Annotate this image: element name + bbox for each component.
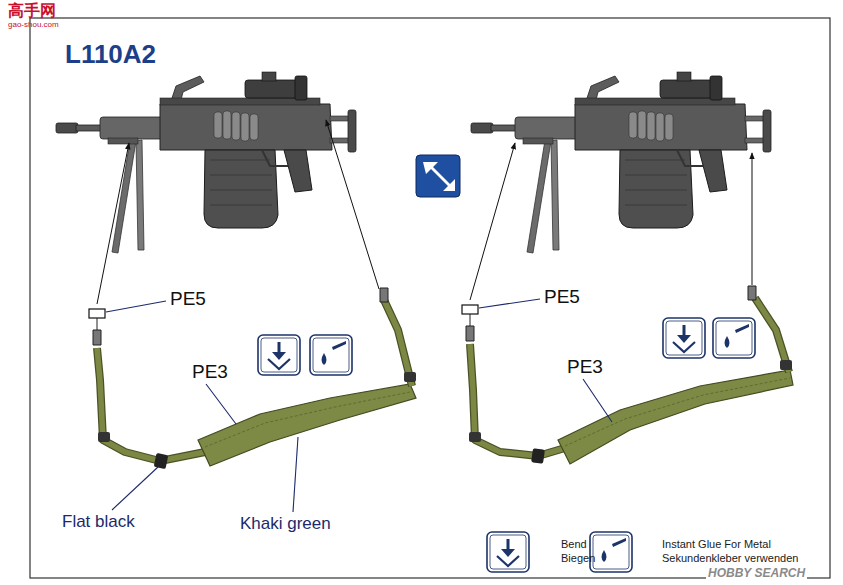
sling <box>89 309 105 318</box>
sling <box>380 288 388 302</box>
part-number: PE3 <box>192 362 228 383</box>
sling <box>462 286 793 464</box>
legend-text: Instant Glue For Metal Sekundenkleber ve… <box>662 537 812 566</box>
watermark: HOBBY SEARCH <box>706 567 807 580</box>
glue-symbol <box>713 318 755 358</box>
sling <box>198 384 416 466</box>
sling <box>462 305 478 314</box>
sling <box>93 318 101 345</box>
sling <box>466 314 474 341</box>
sling <box>404 372 416 382</box>
sling <box>89 288 416 469</box>
leader-line <box>206 384 236 424</box>
sling <box>470 344 565 456</box>
legend-text: Bend Biegen <box>561 537 609 566</box>
label-wrap: Flat black <box>62 513 135 532</box>
label-wrap: PE3 <box>192 362 228 383</box>
title-wrap: L110A2 <box>65 40 156 69</box>
label-wrap: PE5 <box>544 287 580 308</box>
sling <box>470 344 565 456</box>
sling <box>469 432 481 442</box>
label-wrap: 高手网 <box>8 2 56 20</box>
glue-symbol <box>310 335 352 375</box>
sling <box>97 348 205 461</box>
part-number: PE5 <box>544 287 580 308</box>
sling <box>97 348 205 461</box>
part-number: PE5 <box>170 289 206 310</box>
sling <box>558 370 793 464</box>
watermark: 高手网 <box>8 2 56 20</box>
swap-symbol <box>423 162 455 191</box>
leader-line <box>106 299 612 512</box>
label-wrap: Khaki green <box>240 515 331 534</box>
leader-line <box>479 299 540 308</box>
glue-symbol <box>590 532 632 572</box>
leader-line <box>293 437 298 512</box>
legend-entry: Instant Glue For Metal Sekundenkleber ve… <box>662 537 812 566</box>
diagram-title: L110A2 <box>65 40 156 69</box>
attach-arrow <box>470 143 515 300</box>
bend-symbol <box>487 532 529 572</box>
machine-gun <box>471 72 771 253</box>
watermark: gao-shou.com <box>8 21 59 30</box>
label-wrap: PE3 <box>567 357 603 378</box>
leader-line <box>106 301 166 312</box>
color-callout: Khaki green <box>240 515 331 534</box>
part-number: PE3 <box>567 357 603 378</box>
label-wrap: PE5 <box>170 289 206 310</box>
bend-symbol <box>258 335 300 375</box>
attach-arrow <box>97 143 129 304</box>
swap-symbol <box>416 155 460 197</box>
sling <box>748 286 756 300</box>
leader-line <box>583 379 612 422</box>
frame <box>30 18 830 578</box>
attach-arrow <box>97 120 752 304</box>
label-wrap: gao-shou.com <box>8 21 59 30</box>
label-wrap: HOBBY SEARCH <box>706 567 807 580</box>
swap-symbol <box>416 155 460 197</box>
sling <box>780 360 792 370</box>
attach-arrow <box>752 153 753 285</box>
sling <box>531 448 545 464</box>
sling <box>565 378 790 446</box>
legend-entry: Bend Biegen <box>561 537 609 566</box>
leader-line <box>112 467 158 510</box>
bend-symbol <box>663 318 705 358</box>
sling <box>98 432 110 442</box>
machine-gun <box>56 72 356 253</box>
color-callout: Flat black <box>62 513 135 532</box>
sling <box>205 392 410 447</box>
sling <box>154 453 169 469</box>
attach-arrow <box>326 120 379 289</box>
